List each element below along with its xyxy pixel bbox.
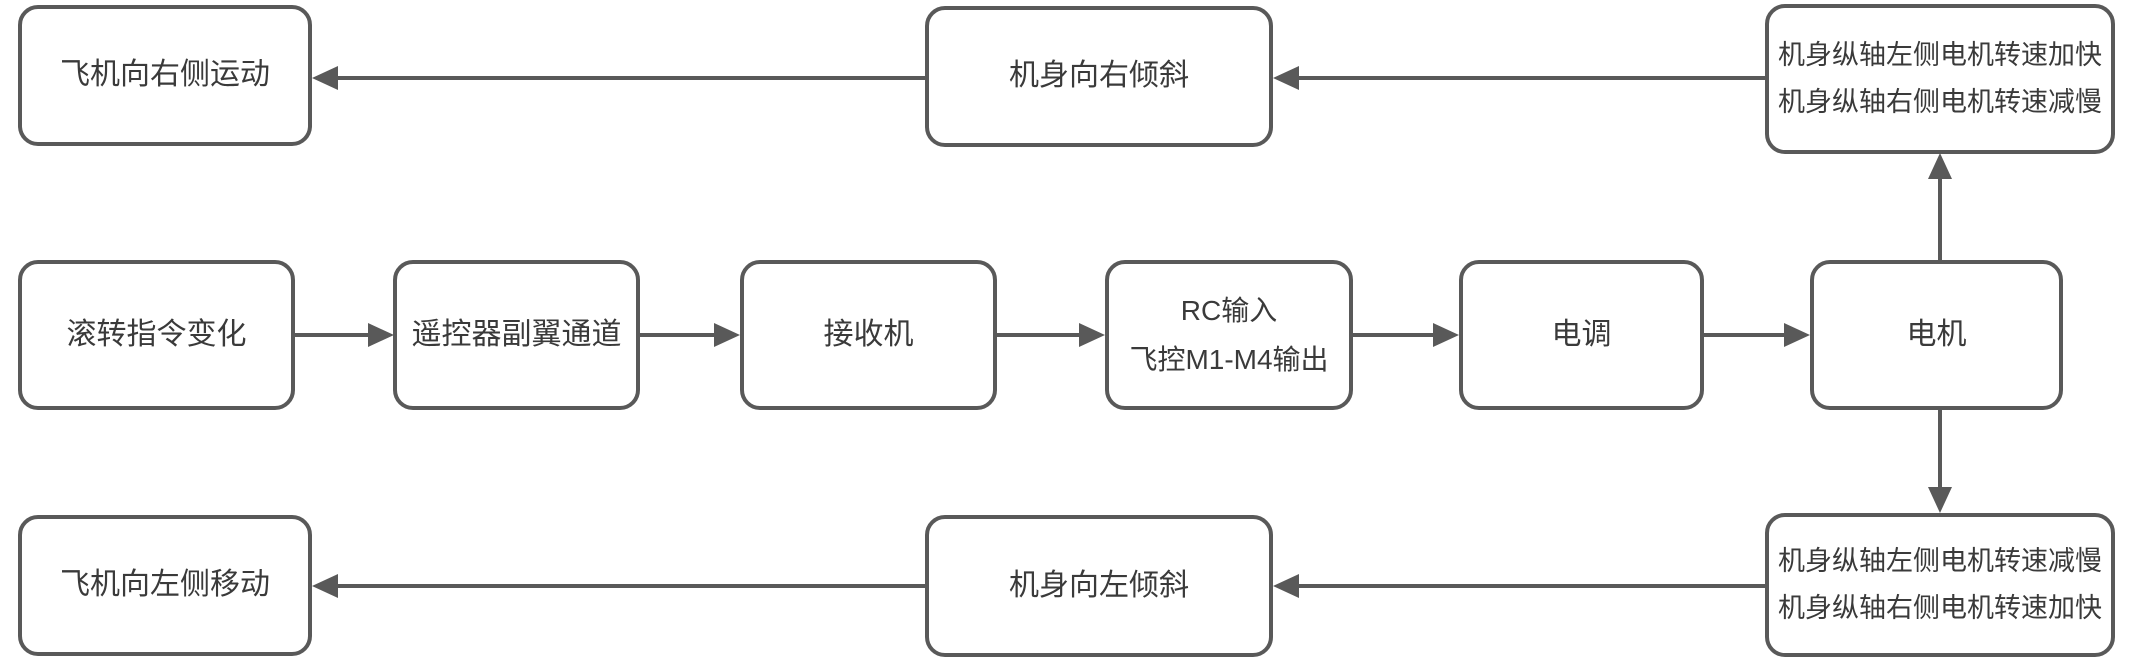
node-label-line1: RC输入 — [1180, 295, 1278, 326]
arrow-line — [336, 76, 925, 80]
node-plane-move-left: 飞机向左侧移动 — [18, 515, 312, 656]
arrow-left-icon — [1273, 574, 1299, 598]
node-label-line2: 机身纵轴右侧电机转速加快 — [1778, 593, 2102, 623]
node-label-line2: 机身纵轴右侧电机转速减慢 — [1778, 87, 2102, 117]
node-motor: 电机 — [1810, 260, 2063, 410]
node-plane-move-right: 飞机向右侧运动 — [18, 5, 312, 146]
node-label: 滚转指令变化 — [66, 317, 247, 351]
arrow-line — [1353, 333, 1435, 337]
node-label: 机身向右倾斜 — [1009, 59, 1189, 93]
node-esc: 电调 — [1459, 260, 1704, 410]
arrow-line — [336, 584, 925, 588]
node-label: 飞机向左侧移动 — [60, 568, 270, 602]
arrow-right-icon — [1784, 323, 1810, 347]
arrow-right-icon — [1079, 323, 1105, 347]
arrow-down-icon — [1928, 487, 1952, 513]
arrow-right-icon — [368, 323, 394, 347]
node-rc-aileron-channel: 遥控器副翼通道 — [393, 260, 640, 410]
node-label: 飞机向右侧运动 — [60, 58, 270, 92]
node-receiver: 接收机 — [740, 260, 997, 410]
arrow-line — [1938, 410, 1942, 488]
arrow-line — [1704, 333, 1786, 337]
arrow-line — [1297, 584, 1765, 588]
arrow-right-icon — [1433, 323, 1459, 347]
node-label: 接收机 — [823, 317, 914, 351]
node-label-line1: 机身纵轴左侧电机转速加快 — [1778, 39, 2102, 70]
node-body-tilt-right: 机身向右倾斜 — [925, 6, 1273, 147]
node-label-line2: 飞控M1-M4输出 — [1129, 344, 1329, 375]
node-body-tilt-left: 机身向左倾斜 — [925, 515, 1273, 657]
node-label: 电机 — [1906, 317, 1967, 351]
arrow-left-icon — [1273, 66, 1299, 90]
arrow-right-icon — [714, 323, 740, 347]
node-motor-effect-top: 机身纵轴左侧电机转速加快 机身纵轴右侧电机转速减慢 — [1765, 4, 2115, 154]
arrow-up-icon — [1928, 153, 1952, 179]
node-motor-effect-bottom: 机身纵轴左侧电机转速减慢 机身纵轴右侧电机转速加快 — [1765, 513, 2115, 657]
node-label: 机身向左倾斜 — [1009, 568, 1189, 602]
arrow-line — [640, 333, 716, 337]
arrow-line — [997, 333, 1081, 337]
arrow-line — [295, 333, 370, 337]
node-label: 电调 — [1551, 317, 1612, 351]
node-label: 遥控器副翼通道 — [411, 317, 622, 351]
node-flight-controller: RC输入 飞控M1-M4输出 — [1105, 260, 1353, 410]
node-roll-command: 滚转指令变化 — [18, 260, 295, 410]
arrow-left-icon — [312, 66, 338, 90]
arrow-line — [1297, 76, 1765, 80]
arrow-left-icon — [312, 574, 338, 598]
arrow-line — [1938, 178, 1942, 260]
node-label-line1: 机身纵轴左侧电机转速减慢 — [1778, 545, 2102, 576]
